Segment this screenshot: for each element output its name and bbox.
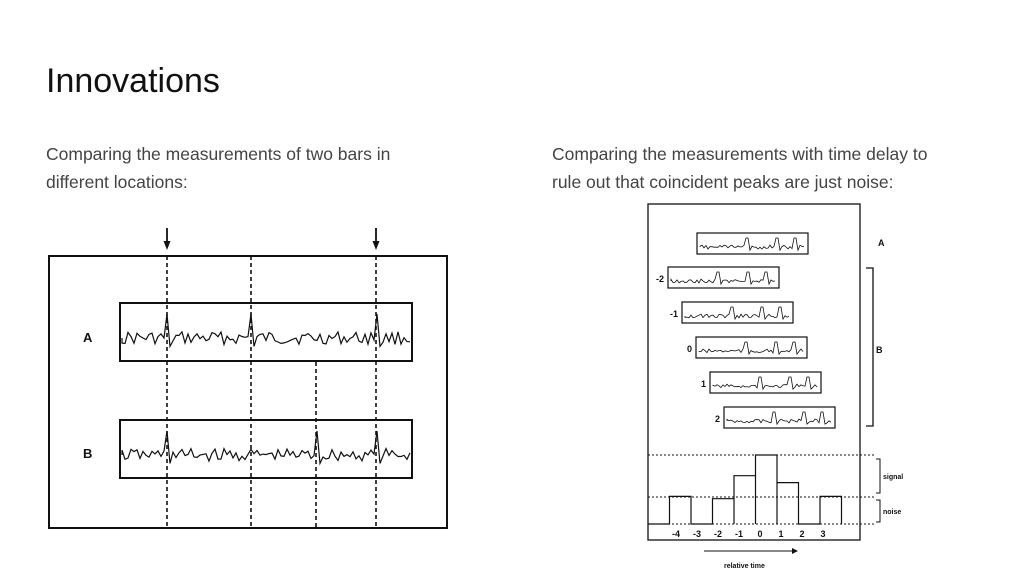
trace-waveform — [121, 313, 411, 349]
histogram-tick-label: -1 — [735, 529, 743, 539]
delay-trace-waveform — [684, 306, 790, 321]
delay-trace-waveform — [698, 341, 804, 356]
delay-trace-box — [723, 406, 836, 429]
right-trace-label-a: A — [878, 238, 885, 248]
right-caption-line: Comparing the measurements with time del… — [552, 144, 928, 164]
trace-box-a — [119, 302, 413, 362]
left-figure: A B — [48, 228, 448, 529]
signal-bracket — [876, 458, 881, 494]
signal-label: signal — [883, 474, 903, 481]
left-caption: Comparing the measurements of two bars i… — [46, 140, 496, 196]
event-arrow-head — [163, 241, 171, 250]
histogram-outline — [648, 454, 843, 525]
delay-trace-box — [709, 371, 822, 394]
right-figure-frame — [647, 203, 861, 541]
histogram-tick-label: 1 — [778, 529, 783, 539]
event-arrow-head — [372, 241, 380, 250]
histogram-tick-label: -4 — [672, 529, 680, 539]
histogram-bars — [648, 454, 843, 525]
delay-trace-box — [667, 266, 780, 289]
delay-trace-waveform — [670, 271, 776, 286]
delay-trace-waveform — [712, 376, 818, 391]
histogram-tick-label: 3 — [820, 529, 825, 539]
histogram-tick-label: 0 — [757, 529, 762, 539]
noise-bracket — [876, 499, 881, 523]
delay-label: 1 — [701, 379, 706, 389]
trace-label-b: B — [83, 446, 92, 461]
delay-trace-waveform — [726, 411, 832, 426]
delay-label: -1 — [670, 309, 678, 319]
delay-label: 2 — [715, 414, 720, 424]
event-markers — [166, 256, 377, 528]
right-figure: -2 -1 0 1 2 A B signal noise -4 -3 -2 -1 0 1 2 3 re… — [647, 203, 903, 570]
event-arrows — [163, 228, 380, 250]
bracket-b — [866, 267, 874, 427]
left-traces — [121, 313, 411, 466]
delay-trace-box — [696, 232, 809, 255]
left-caption-line: different locations: — [46, 172, 188, 192]
left-figure-frame — [48, 255, 448, 529]
delay-trace-box — [681, 301, 794, 324]
delay-trace-waveform — [699, 237, 805, 252]
delay-traces: -2 -1 0 1 2 — [656, 232, 836, 429]
page-title: Innovations — [46, 62, 220, 100]
trace-waveform — [121, 430, 411, 466]
histogram-tick-label: 2 — [799, 529, 804, 539]
trace-box-b — [119, 419, 413, 479]
delay-label: 0 — [687, 344, 692, 354]
histogram-tick-label: -2 — [714, 529, 722, 539]
delay-label: -2 — [656, 274, 664, 284]
noise-label: noise — [883, 509, 901, 516]
delay-trace-box — [695, 336, 808, 359]
histogram-tick-label: -3 — [693, 529, 701, 539]
right-caption: Comparing the measurements with time del… — [552, 140, 1002, 196]
x-axis-label: relative time — [724, 563, 765, 570]
trace-label-a: A — [83, 330, 93, 345]
left-caption-line: Comparing the measurements of two bars i… — [46, 144, 391, 164]
time-arrow-head — [792, 548, 798, 554]
right-trace-label-b: B — [876, 345, 883, 355]
right-caption-line: rule out that coincident peaks are just … — [552, 172, 894, 192]
histogram-tick-labels: -4 -3 -2 -1 0 1 2 3 — [672, 529, 826, 539]
